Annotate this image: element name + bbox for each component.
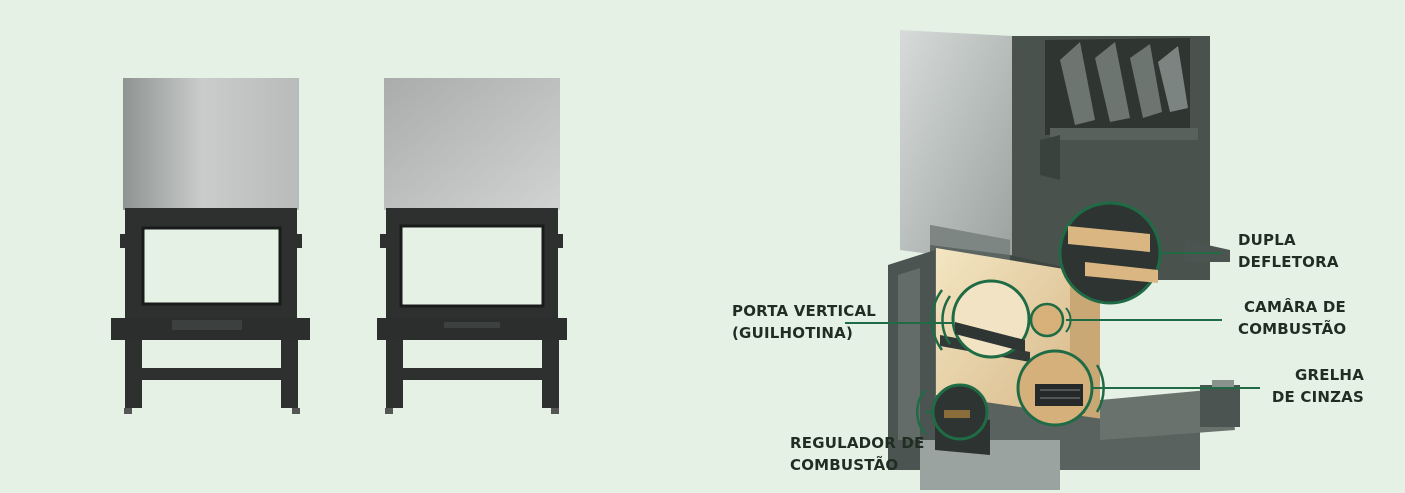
label-porta-vertical: PORTA VERTICAL (GUILHOTINA) [732, 300, 876, 344]
callout-dupla-defletora [1058, 201, 1222, 305]
callout-grelha-cinzas [1016, 349, 1260, 427]
label-regulador-combustao: REGULADOR DE COMBUSTÃO [790, 432, 925, 476]
label-camara-combustao: CAMÂRA DE COMBUSTÃO [1238, 296, 1346, 340]
fireplace-front-view-2 [377, 78, 567, 414]
fireplace-front-view-1 [111, 78, 310, 414]
label-camara-line2: COMBUSTÃO [1238, 320, 1347, 338]
label-grelha-cinzas: GRELHA DE CINZAS [1268, 364, 1364, 408]
callout-regulador-combustao [915, 383, 989, 441]
label-porta-line2: (GUILHOTINA) [732, 324, 854, 342]
label-regulador-line2: COMBUSTÃO [790, 456, 899, 474]
label-porta-line1: PORTA VERTICAL [732, 302, 877, 320]
label-dupla-defletora: DUPLA DEFLETORA [1238, 229, 1339, 273]
label-dupla-line2: DEFLETORA [1238, 253, 1339, 271]
callout-porta-vertical [845, 279, 1031, 359]
callout-camara-combustao [1029, 302, 1222, 338]
label-regulador-line1: REGULADOR DE [790, 434, 925, 452]
label-grelha-line1: GRELHA [1294, 366, 1364, 384]
label-dupla-line1: DUPLA [1238, 231, 1296, 249]
label-camara-line1: CAMÂRA DE [1243, 298, 1346, 316]
label-grelha-line2: DE CINZAS [1271, 388, 1364, 406]
